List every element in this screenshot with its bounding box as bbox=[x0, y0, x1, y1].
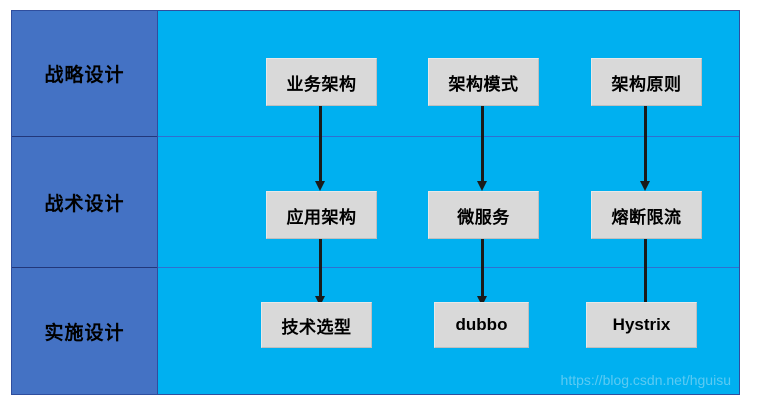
node-label: 业务架构 bbox=[286, 74, 357, 95]
node-architecture-pattern[interactable]: 架构模式 bbox=[428, 58, 539, 106]
legend-column: 战略设计 战术设计 实施设计 bbox=[12, 11, 158, 394]
arrow-head-icon bbox=[640, 181, 650, 191]
architecture-diagram: 战略设计 战术设计 实施设计 业务架构 架构模式 架构原则 应用架构 微服务 bbox=[11, 10, 740, 395]
legend-label-strategy: 战略设计 bbox=[44, 64, 125, 86]
node-label: 熔断限流 bbox=[611, 207, 682, 228]
node-label: Hystrix bbox=[612, 315, 671, 334]
node-label: dubbo bbox=[455, 315, 508, 334]
watermark-text: https://blog.csdn.net/hguisu bbox=[560, 372, 731, 388]
arrow-shaft bbox=[481, 239, 484, 297]
arrow-architecture-principle-to-circuit-breaker bbox=[640, 106, 650, 191]
band-separator-1 bbox=[158, 136, 739, 137]
legend-label-implementation: 实施设计 bbox=[44, 321, 125, 344]
node-label: 应用架构 bbox=[286, 207, 357, 228]
legend-cell-strategy: 战略设计 bbox=[12, 11, 157, 136]
arrow-business-architecture-to-application-architecture bbox=[315, 106, 325, 191]
arrow-shaft bbox=[319, 239, 322, 297]
node-business-architecture[interactable]: 业务架构 bbox=[266, 58, 377, 106]
node-application-architecture[interactable]: 应用架构 bbox=[266, 191, 377, 239]
arrow-shaft bbox=[644, 239, 647, 308]
node-dubbo[interactable]: dubbo bbox=[434, 302, 529, 348]
arrow-head-icon bbox=[315, 296, 325, 306]
arrow-head-icon bbox=[477, 296, 487, 306]
arrow-shaft bbox=[644, 106, 647, 182]
legend-cell-implementation: 实施设计 bbox=[12, 267, 157, 394]
arrow-head-icon bbox=[477, 181, 487, 191]
node-label: 架构原则 bbox=[611, 74, 682, 95]
legend-label-tactics: 战术设计 bbox=[44, 192, 125, 215]
node-label: 架构模式 bbox=[448, 74, 519, 95]
arrow-architecture-pattern-to-microservice bbox=[477, 106, 487, 191]
arrow-head-icon bbox=[315, 181, 325, 191]
node-hystrix[interactable]: Hystrix bbox=[586, 302, 697, 348]
legend-cell-tactics: 战术设计 bbox=[12, 136, 157, 267]
node-architecture-principle[interactable]: 架构原则 bbox=[591, 58, 702, 106]
band-separator-2 bbox=[158, 267, 739, 268]
arrow-application-architecture-to-technology-selection bbox=[315, 239, 325, 307]
node-technology-selection[interactable]: 技术选型 bbox=[261, 302, 372, 348]
node-microservice[interactable]: 微服务 bbox=[428, 191, 539, 239]
node-label: 微服务 bbox=[457, 207, 510, 228]
node-circuit-breaker-rate-limit[interactable]: 熔断限流 bbox=[591, 191, 702, 239]
arrow-shaft bbox=[481, 106, 484, 182]
arrow-microservice-to-dubbo bbox=[477, 239, 487, 307]
arrow-shaft bbox=[319, 106, 322, 182]
node-label: 技术选型 bbox=[281, 317, 352, 338]
